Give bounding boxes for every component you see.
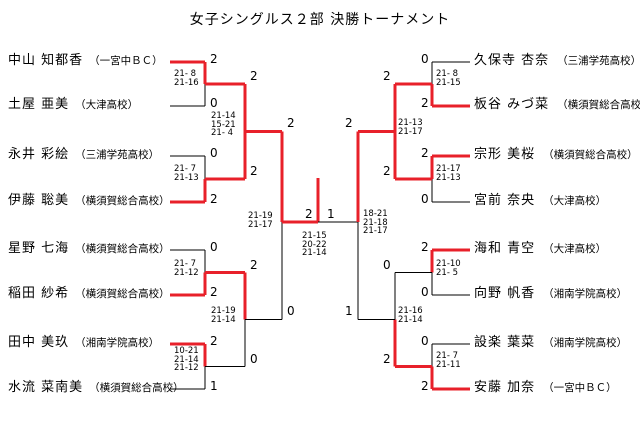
player-club: （大津高校） (543, 243, 607, 255)
player-club: （三浦学苑高校） (75, 149, 160, 161)
player-club: （湘南学院高校） (75, 337, 160, 349)
player-club: （三浦学苑高校） (557, 55, 640, 67)
round2-result: 0 (383, 257, 391, 272)
round1-result: 0 (210, 96, 218, 110)
match-score: 21-19 21-17 (248, 211, 273, 230)
player-entry: 板谷 みづ菜 （横須賀総合高校） (474, 97, 640, 113)
match-score: 21-16 21-14 (398, 306, 423, 325)
round2-result: 2 (383, 69, 391, 83)
player-entry: 宗形 美桜 （横須賀総合高校） (474, 147, 638, 163)
player-club: （横須賀総合高校） (89, 382, 184, 394)
page-title: 女子シングルス２部 決勝トーナメント (189, 12, 451, 28)
player-club: （湘南学院高校） (543, 288, 628, 300)
round2-result: 2 (250, 69, 258, 83)
round1-result: 2 (421, 240, 429, 254)
match-score: 21-17 21-13 (436, 164, 461, 183)
round1-result: 2 (210, 334, 218, 348)
match-score: 21- 7 21-11 (436, 351, 461, 370)
round1-result: 2 (421, 96, 429, 110)
player-name: 板谷 みづ菜 (474, 97, 550, 112)
round1-result: 2 (210, 192, 218, 206)
player-entry: 宮前 奈央 （大津高校） (474, 193, 606, 209)
player-name: 向野 帆香 (474, 286, 536, 301)
round2-result: 2 (250, 257, 258, 272)
match-score: 21- 7 21-13 (174, 164, 199, 183)
player-club: （大津高校） (543, 195, 607, 207)
player-name: 水流 菜南美 (8, 380, 84, 395)
player-name: 久保寺 杏奈 (474, 53, 550, 68)
player-entry: 久保寺 杏奈 （三浦学苑高校） (474, 53, 640, 69)
match-score: 21- 7 21-12 (174, 259, 199, 278)
player-club: （横須賀総合高校） (543, 149, 638, 161)
player-entry: 星野 七海 （横須賀総合高校） (8, 241, 170, 257)
player-name: 稲田 紗希 (8, 286, 70, 301)
player-entry: 海和 青空 （大津高校） (474, 241, 606, 257)
player-entry: 水流 菜南美 （横須賀総合高校） (8, 380, 184, 396)
player-club: （横須賀総合高校） (75, 288, 170, 300)
player-name: 永井 彩絵 (8, 147, 70, 162)
player-name: 田中 美玖 (8, 335, 70, 350)
player-name: 宮前 奈央 (474, 193, 536, 208)
round2-result: 2 (383, 164, 391, 178)
player-club: （横須賀総合高校） (557, 99, 640, 111)
player-entry: 伊藤 聡美 （横須賀総合高校） (8, 193, 170, 209)
round2-result: 0 (250, 351, 258, 366)
round1-result: 2 (210, 285, 218, 299)
match-score: 21- 8 21-16 (174, 69, 199, 88)
player-name: 宗形 美桜 (474, 147, 536, 162)
round1-result: 0 (210, 146, 218, 160)
player-club: （横須賀総合高校） (75, 243, 170, 255)
player-entry: 向野 帆香 （湘南学院高校） (474, 286, 627, 302)
player-entry: 永井 彩絵 （三浦学苑高校） (8, 147, 159, 163)
player-name: 海和 青空 (474, 241, 536, 256)
final-result: 2 (305, 207, 313, 221)
round1-result: 0 (210, 240, 218, 254)
player-club: （一宮中ＢＣ） (543, 382, 617, 394)
player-name: 星野 七海 (8, 241, 70, 256)
match-score: 21-14 15-21 21- 4 (211, 111, 236, 139)
player-entry: 稲田 紗希 （横須賀総合高校） (8, 286, 170, 302)
player-club: （大津高校） (75, 99, 139, 111)
player-name: 伊藤 聡美 (8, 193, 70, 208)
player-name: 設楽 葉菜 (474, 335, 536, 350)
match-score: 21-13 21-17 (398, 118, 423, 137)
player-entry: 田中 美玖 （湘南学院高校） (8, 335, 159, 351)
player-entry: 中山 知都香 （一宮中ＢＣ） (8, 53, 163, 69)
player-name: 中山 知都香 (8, 53, 84, 68)
player-entry: 設楽 葉菜 （湘南学院高校） (474, 335, 627, 351)
player-club: （湘南学院高校） (543, 337, 628, 349)
match-score: 18-21 21-18 21-17 (363, 209, 388, 237)
match-score: 21-15 20-22 21-14 (302, 231, 327, 259)
round3-result: 0 (287, 303, 295, 318)
round3-result: 2 (345, 115, 353, 130)
player-entry: 安藤 加奈 （一宮中ＢＣ） (474, 380, 617, 396)
round2-result: 2 (383, 351, 391, 366)
round2-result: 2 (250, 164, 258, 178)
round3-result: 1 (345, 303, 353, 318)
round1-result: 2 (210, 52, 218, 66)
player-club: （一宮中ＢＣ） (89, 55, 163, 67)
round3-result: 2 (287, 115, 295, 130)
round1-result: 0 (421, 192, 429, 206)
round1-result: 0 (421, 334, 429, 348)
round1-result: 2 (421, 379, 429, 393)
player-club: （横須賀総合高校） (75, 195, 170, 207)
match-score: 21-10 21- 5 (436, 259, 461, 278)
player-entry: 土屋 亜美 （大津高校） (8, 97, 138, 113)
player-name: 安藤 加奈 (474, 380, 536, 395)
match-score: 21- 8 21-15 (436, 69, 461, 88)
round1-result: 0 (421, 52, 429, 66)
match-score: 10-21 21-14 21-12 (174, 346, 199, 374)
player-name: 土屋 亜美 (8, 97, 70, 112)
round1-result: 2 (421, 146, 429, 160)
round1-result: 0 (421, 285, 429, 299)
final-result: 1 (327, 207, 335, 221)
round1-result: 1 (210, 379, 218, 393)
match-score: 21-19 21-14 (211, 306, 236, 325)
